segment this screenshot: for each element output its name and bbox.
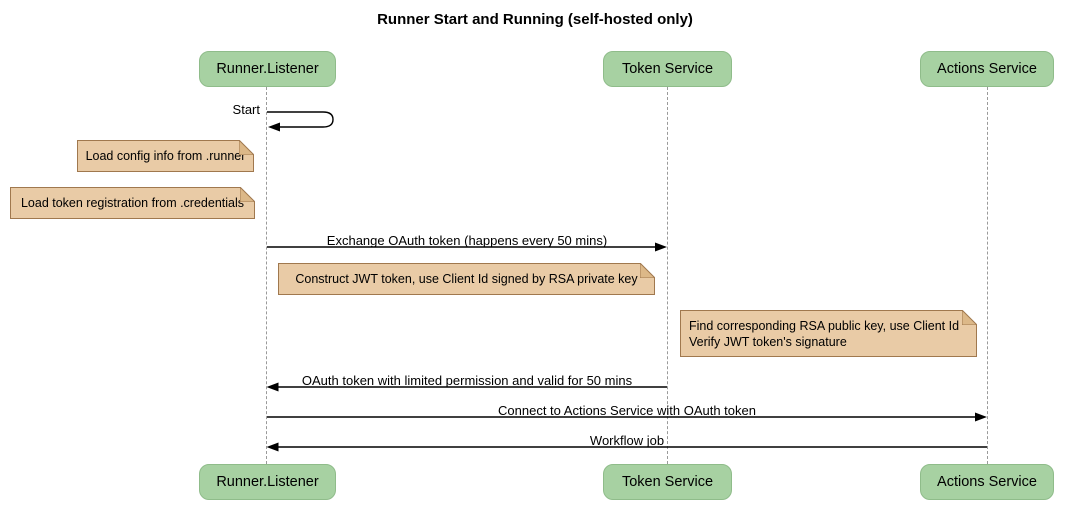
participant-label: Actions Service [937,61,1037,77]
note-fold-corner-icon [240,187,255,202]
participant-token-service-bottom: Token Service [603,464,732,500]
lifeline-actions-service [987,87,988,464]
participant-actions-service-top: Actions Service [920,51,1054,87]
note-construct-jwt: Construct JWT token, use Client Id signe… [278,263,655,295]
participant-label: Token Service [621,61,714,77]
note-text-line2: Verify JWT token's signature [689,335,847,349]
participant-actions-service-bottom: Actions Service [920,464,1054,500]
note-fold-corner-icon [640,263,655,278]
arrowhead-start [268,122,280,132]
note-text: Load config info from .runner [85,149,246,163]
note-verify-jwt: Find corresponding RSA public key, use C… [680,310,977,357]
message-label-workflow-job: Workflow job [589,433,665,448]
note-text: Load token registration from .credential… [20,196,245,210]
note-fold-corner-icon [239,140,254,155]
lifeline-token-service [667,87,668,464]
message-label-oauth-token-return: OAuth token with limited permission and … [301,373,633,388]
diagram-title: Runner Start and Running (self-hosted on… [377,11,693,28]
participant-runner-listener-top: Runner.Listener [199,51,336,87]
participant-label: Token Service [621,474,714,490]
arrow-start-self-loop [267,111,334,128]
lifeline-runner-listener [266,87,267,464]
note-load-config: Load config info from .runner [77,140,254,172]
note-load-token-registration: Load token registration from .credential… [10,187,255,219]
participant-label: Runner.Listener [216,474,319,490]
participant-token-service-top: Token Service [603,51,732,87]
message-label-connect-actions: Connect to Actions Service with OAuth to… [498,403,756,418]
note-text: Construct JWT token, use Client Id signe… [295,272,638,286]
message-label-start: Start [232,102,260,117]
participant-label: Runner.Listener [216,61,319,77]
note-fold-corner-icon [962,310,977,325]
message-label-exchange-oauth: Exchange OAuth token (happens every 50 m… [326,233,608,248]
participant-label: Actions Service [937,474,1037,490]
participant-runner-listener-bottom: Runner.Listener [199,464,336,500]
note-text-line1: Find corresponding RSA public key, use C… [689,319,960,333]
